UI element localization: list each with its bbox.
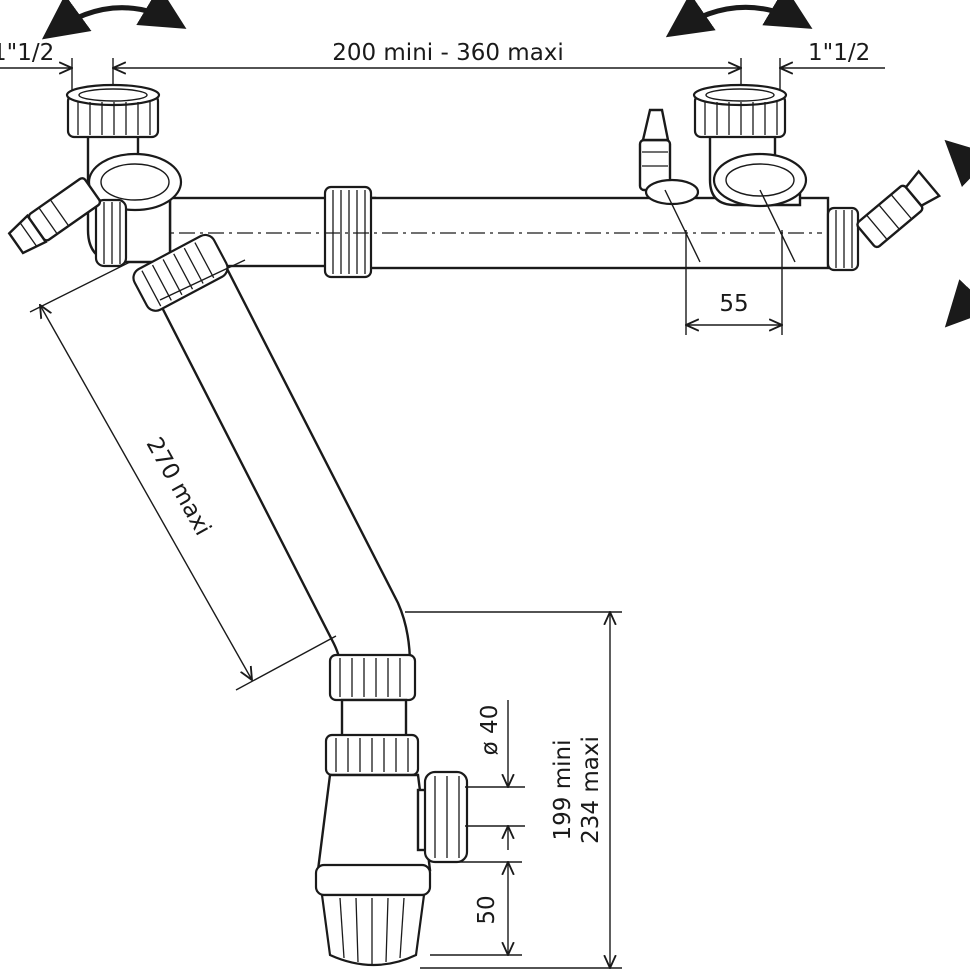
height-max-label: 234 maxi — [578, 736, 604, 844]
rotation-arrow-side-upper-icon — [944, 139, 970, 188]
inlet-left-label: 1"1/2 — [0, 40, 54, 66]
bottle-trap — [314, 653, 469, 967]
span-label: 200 mini - 360 maxi — [332, 40, 564, 66]
height-min-label: 199 mini — [550, 740, 576, 841]
span-dimension: 200 mini - 360 maxi 1"1/2 1"1/2 — [0, 40, 885, 95]
rotation-arrow-right-icon — [665, 0, 813, 38]
left-hose-barb — [7, 177, 102, 255]
outlet-diameter-dimension: ø 40 — [465, 700, 525, 850]
horizontal-collector-pipe — [150, 185, 860, 279]
right-inlet-assembly — [638, 83, 808, 208]
trap-height-dimension: 50 — [430, 862, 522, 955]
rotation-arrow-left-icon — [41, 0, 187, 40]
offset-dimension: 55 — [664, 189, 796, 335]
offset-label: 55 — [719, 291, 748, 317]
rotation-arrow-side-lower-icon — [944, 279, 970, 328]
left-inlet-assembly — [65, 83, 183, 268]
outlet-diameter-label: ø 40 — [477, 705, 503, 756]
right-hose-barb — [856, 169, 942, 249]
total-height-dimension: 199 mini 234 maxi — [405, 612, 622, 968]
trap-height-label: 50 — [474, 895, 500, 924]
diagonal-label: 270 maxi — [141, 433, 216, 540]
inlet-right-label: 1"1/2 — [808, 40, 870, 66]
